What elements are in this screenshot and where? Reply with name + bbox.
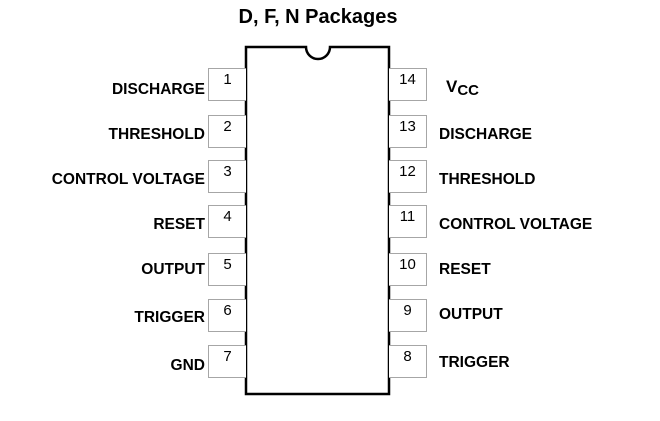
vcc-main: V xyxy=(446,77,458,96)
pin-13-box: 13 xyxy=(389,115,427,148)
vcc-subscript: CC xyxy=(457,82,480,99)
pin-number: 9 xyxy=(403,302,412,319)
pin-8-box: 8 xyxy=(389,345,427,378)
pin-3-box: 3 xyxy=(208,160,246,193)
pin-number: 7 xyxy=(223,348,232,365)
pin-number: 1 xyxy=(223,71,232,88)
pin-2-label: THRESHOLD xyxy=(108,126,205,143)
pin-14-box: 14 xyxy=(389,68,427,101)
pin-4-box: 4 xyxy=(208,205,246,238)
pin-9-box: 9 xyxy=(389,299,427,332)
pin-number: 6 xyxy=(223,302,232,319)
pin-number: 10 xyxy=(399,256,416,273)
pin-13-label: DISCHARGE xyxy=(439,126,533,143)
pin-2-box: 2 xyxy=(208,115,246,148)
pin-7-label: GND xyxy=(170,357,205,374)
pin-number: 13 xyxy=(399,118,416,135)
pin-10-box: 10 xyxy=(389,253,427,286)
pin-5-box: 5 xyxy=(208,253,246,286)
pin-9-label: OUTPUT xyxy=(439,306,503,323)
ic-outline xyxy=(244,45,391,396)
pin-11-box: 11 xyxy=(389,205,427,238)
pin-8-label: TRIGGER xyxy=(439,354,510,371)
pin-number: 11 xyxy=(399,208,416,225)
pin-12-label: THRESHOLD xyxy=(439,171,536,188)
pin-number: 5 xyxy=(223,256,232,273)
pin-11-label: CONTROL VOLTAGE xyxy=(439,216,593,233)
pin-6-box: 6 xyxy=(208,299,246,332)
package-title: D, F, N Packages xyxy=(238,6,398,28)
pin-number: 8 xyxy=(403,348,412,365)
pin-5-label: OUTPUT xyxy=(141,261,205,278)
pin-10-label: RESET xyxy=(439,261,491,278)
pin-1-label: DISCHARGE xyxy=(111,81,205,98)
pin-6-label: TRIGGER xyxy=(134,309,205,326)
pin-number: 2 xyxy=(223,118,232,135)
pin-7-box: 7 xyxy=(208,345,246,378)
pin-1-box: 1 xyxy=(208,68,246,101)
pin-number: 3 xyxy=(223,163,232,180)
pin-number: 4 xyxy=(223,208,232,225)
pin-4-label: RESET xyxy=(153,216,205,233)
pin-number: 14 xyxy=(399,71,416,88)
pin-3-label: CONTROL VOLTAGE xyxy=(51,171,205,188)
pin-number: 12 xyxy=(399,163,416,180)
pin-14-label: VCC xyxy=(446,77,480,100)
pin-12-box: 12 xyxy=(389,160,427,193)
